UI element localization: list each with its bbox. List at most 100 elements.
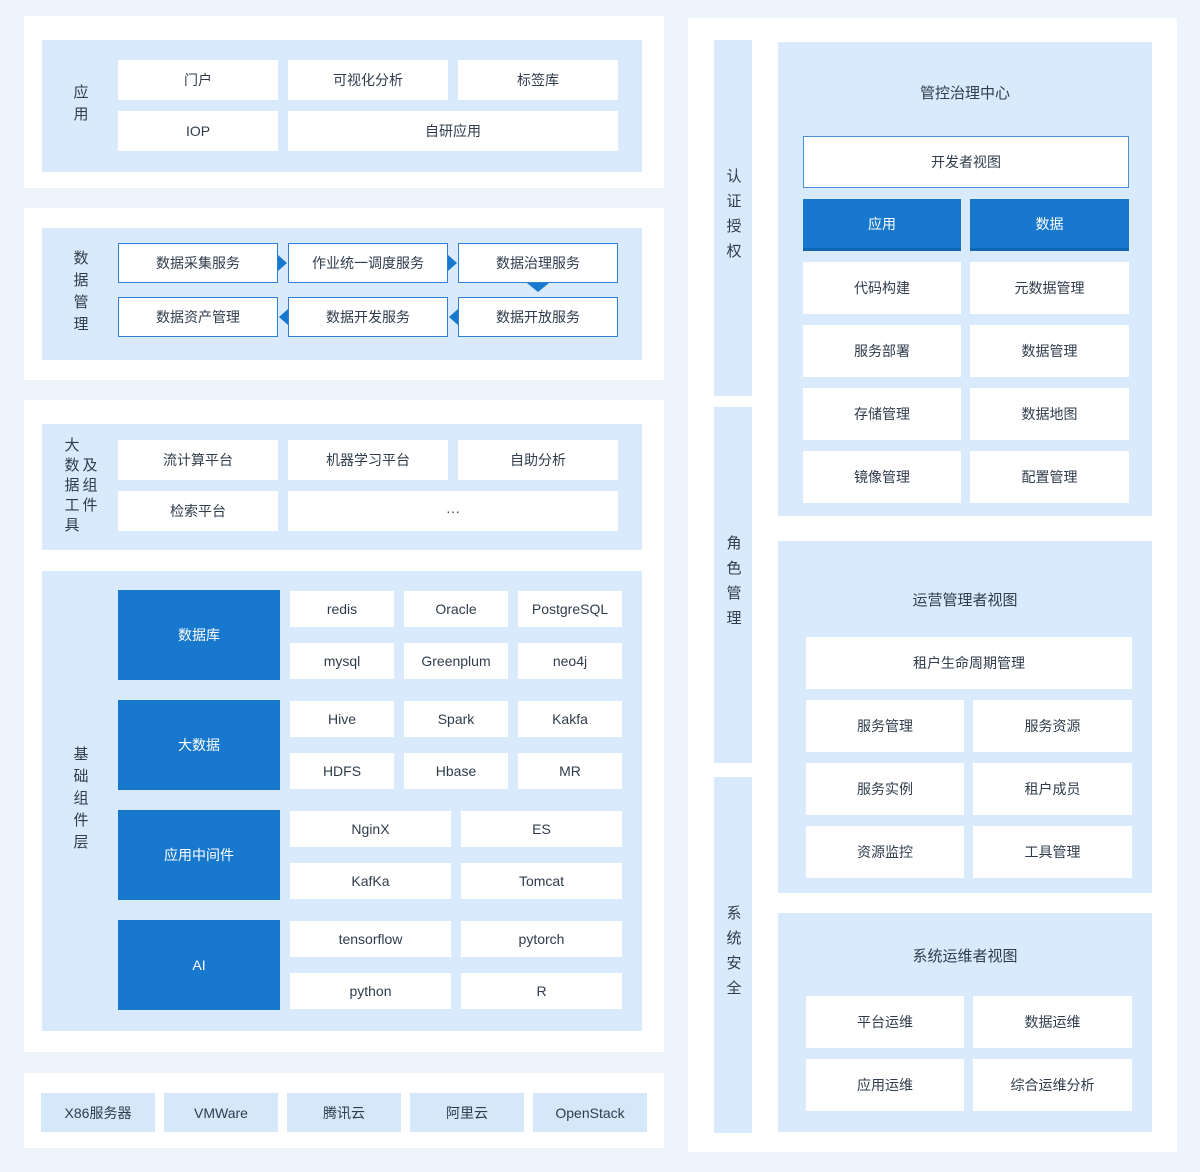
arrow-left-icon: [279, 309, 288, 325]
category-box-ai: AI: [118, 920, 280, 1010]
component-box: HDFS: [290, 753, 394, 789]
data-service-box: 数据治理服务: [458, 243, 618, 283]
arrow-right-icon: [448, 255, 457, 271]
governance-grid: 开发者视图 应用 数据 代码构建元数据管理服务部署数据管理存储管理数据地图镜像管…: [803, 136, 1129, 503]
data-management-panel: 数据管理 数据采集服务作业统一调度服务数据治理服务数据资产管理数据开发服务数据开…: [42, 228, 642, 360]
governance-box: 镜像管理: [803, 451, 961, 503]
bar-system-security: 系统安全: [714, 777, 752, 1133]
arrow-right-icon: [278, 255, 287, 271]
bigdata-tools-label-left: 大数据工具: [62, 437, 80, 537]
application-layer-label: 应用: [42, 40, 118, 172]
bigdata-tools-boxes: 流计算平台机器学习平台自助分析检索平台···: [118, 440, 618, 531]
component-box: KafKa: [290, 863, 451, 899]
governance-box: 存储管理: [803, 388, 961, 440]
foundation-label: 基础组件层: [42, 571, 118, 1031]
infrastructure-box: VMWare: [164, 1093, 278, 1132]
bigdata-foundation-card: 大数据工具 及组件 流计算平台机器学习平台自助分析检索平台··· 基础组件层 数…: [24, 400, 664, 1052]
tab-application: 应用: [803, 199, 961, 251]
application-box: 标签库: [458, 60, 618, 100]
bigdata-tools-panel: 大数据工具 及组件 流计算平台机器学习平台自助分析检索平台···: [42, 424, 642, 550]
operations-grid: 租户生命周期管理 服务管理服务资源服务实例租户成员资源监控工具管理: [806, 637, 1132, 878]
arrow-down-icon: [527, 283, 549, 292]
application-layer-label-text: 应用: [71, 84, 89, 128]
component-box: PostgreSQL: [518, 591, 622, 627]
management-container: 认证授权 角色管理 系统安全 管控治理中心 开发者视图 应用 数据 代码构建元数…: [688, 18, 1177, 1152]
bigdata-tools-label: 大数据工具 及组件: [42, 424, 118, 550]
maintenance-box: 综合运维分析: [973, 1059, 1132, 1111]
component-box: mysql: [290, 643, 394, 679]
maintenance-box: 数据运维: [973, 996, 1132, 1048]
governance-box: 配置管理: [970, 451, 1129, 503]
governance-box: 服务部署: [803, 325, 961, 377]
operations-box: 工具管理: [973, 826, 1132, 878]
tab-data: 数据: [970, 199, 1129, 251]
operations-title: 运营管理者视图: [912, 592, 1018, 609]
operations-box: 服务管理: [806, 700, 964, 752]
governance-box: 代码构建: [803, 262, 961, 314]
component-box: pytorch: [461, 921, 622, 957]
maintenance-title: 系统运维者视图: [912, 948, 1018, 965]
tenant-lifecycle-box: 租户生命周期管理: [806, 637, 1132, 689]
governance-title: 管控治理中心: [919, 85, 1010, 102]
category-box-bigdata: 大数据: [118, 700, 280, 790]
bar-role-management-text: 角色管理: [724, 535, 742, 635]
operations-box: 服务实例: [806, 763, 964, 815]
component-box: Hbase: [404, 753, 508, 789]
operations-box: 资源监控: [806, 826, 964, 878]
governance-box: 数据地图: [970, 388, 1129, 440]
foundation-group-ai: AI tensorflow pytorch python R: [118, 920, 622, 1010]
component-box: neo4j: [518, 643, 622, 679]
application-box: 可视化分析: [288, 60, 448, 100]
component-box: R: [461, 973, 622, 1009]
application-box: IOP: [118, 111, 278, 151]
application-box: 自研应用: [288, 111, 618, 151]
bar-system-security-text: 系统安全: [724, 905, 742, 1005]
tool-box: 流计算平台: [118, 440, 278, 480]
infrastructure-box: 阿里云: [410, 1093, 524, 1132]
component-box: Spark: [404, 701, 508, 737]
tool-box: 自助分析: [458, 440, 618, 480]
developer-view-box: 开发者视图: [803, 136, 1129, 188]
data-service-box: 数据采集服务: [118, 243, 278, 283]
infrastructure-box: OpenStack: [533, 1093, 647, 1132]
data-service-box: 数据开发服务: [288, 297, 448, 337]
component-box: Greenplum: [404, 643, 508, 679]
bar-authentication: 认证授权: [714, 40, 752, 396]
data-management-boxes: 数据采集服务作业统一调度服务数据治理服务数据资产管理数据开发服务数据开放服务: [118, 243, 618, 337]
component-box: Kakfa: [518, 701, 622, 737]
operations-box: 租户成员: [973, 763, 1132, 815]
data-service-box: 数据资产管理: [118, 297, 278, 337]
infrastructure-box: X86服务器: [41, 1093, 155, 1132]
operations-panel: 运营管理者视图 租户生命周期管理 服务管理服务资源服务实例租户成员资源监控工具管…: [778, 541, 1152, 893]
component-box: tensorflow: [290, 921, 451, 957]
bar-authentication-text: 认证授权: [724, 168, 742, 268]
component-box: python: [290, 973, 451, 1009]
data-service-box: 作业统一调度服务: [288, 243, 448, 283]
tool-box: 机器学习平台: [288, 440, 448, 480]
infrastructure-box: 腾讯云: [287, 1093, 401, 1132]
governance-box: 元数据管理: [970, 262, 1129, 314]
bar-role-management: 角色管理: [714, 407, 752, 763]
tool-box: ···: [288, 491, 618, 531]
category-box-database: 数据库: [118, 590, 280, 680]
maintenance-box: 应用运维: [806, 1059, 964, 1111]
data-management-label: 数据管理: [42, 228, 118, 360]
component-box: Oracle: [404, 591, 508, 627]
ai-items: tensorflow pytorch python R: [290, 921, 622, 1009]
data-management-label-text: 数据管理: [71, 250, 89, 338]
application-box: 门户: [118, 60, 278, 100]
bigdata-tools-label-right: 及组件: [80, 457, 98, 517]
